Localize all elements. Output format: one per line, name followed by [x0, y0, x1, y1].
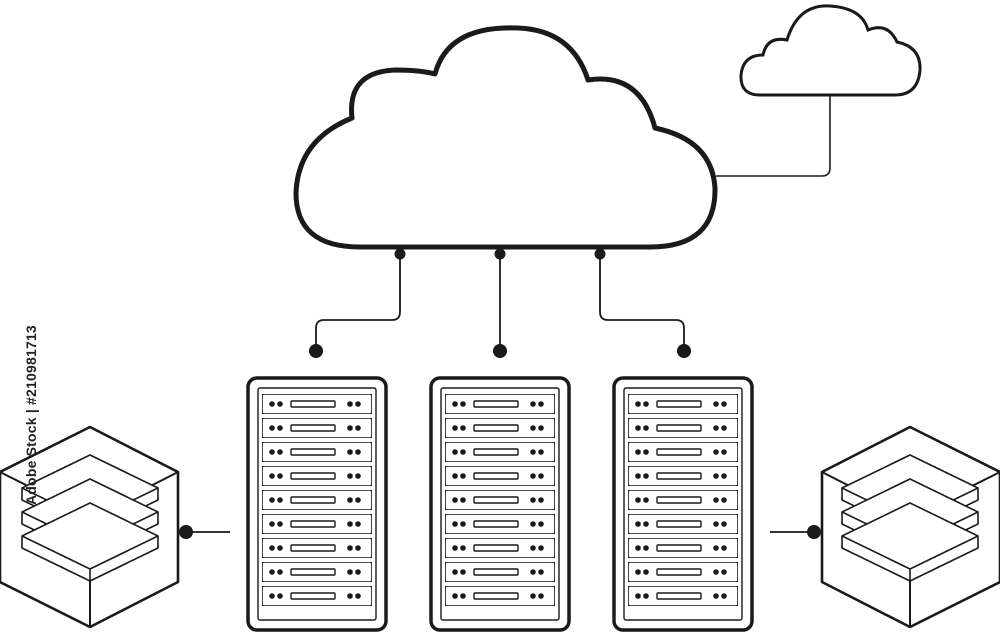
- server-rack-right-icon: [612, 376, 754, 632]
- server-rack-center-icon: [429, 376, 571, 632]
- stock-id-watermark: Adobe Stock | #210981713: [23, 325, 39, 505]
- storage-right-icon: [820, 425, 1000, 629]
- small-cloud-icon: [739, 4, 922, 97]
- storage-left-icon: [0, 425, 180, 629]
- storage-right-connector: [770, 525, 821, 539]
- storage-left-connector: [179, 525, 230, 539]
- connector-nodes: [309, 248, 691, 358]
- connector-small-cloud: [716, 96, 831, 177]
- cloud-connectors: [315, 252, 685, 351]
- server-rack-left-icon: [246, 376, 388, 632]
- main-cloud-icon: [293, 25, 718, 250]
